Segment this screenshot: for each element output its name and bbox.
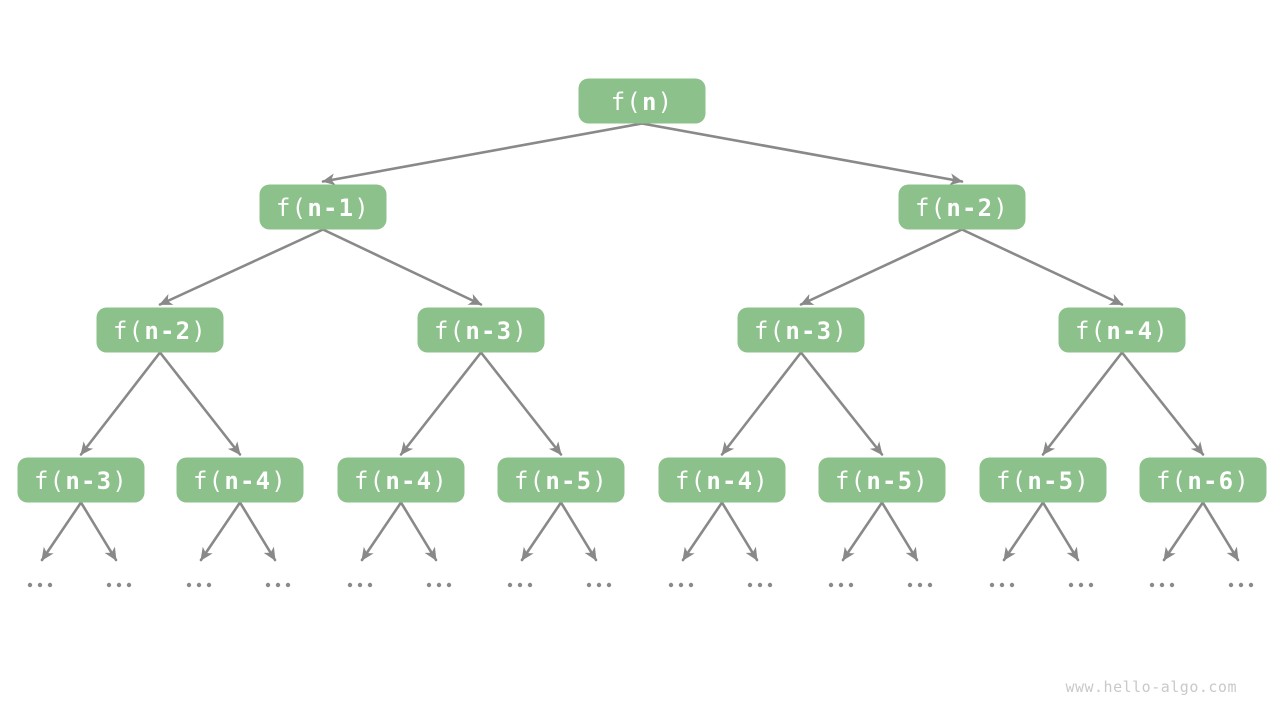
leaf-arrow [559,501,598,562]
tree-node-label: f(n) [611,88,674,116]
tree-node-box [1139,457,1267,503]
ellipsis-dots [186,582,212,588]
leaf-arrow [720,501,759,562]
tree-node-label: f(n-4) [1075,317,1169,345]
tree-node-box [176,457,304,503]
tree-node-label: f(n-4) [675,467,769,495]
tree-node-box [337,457,465,503]
tree-node-box [898,184,1026,230]
ellipsis-dots [586,582,612,588]
edge-arrow [799,351,884,456]
leaf-arrow [40,501,83,562]
edge-arrow [321,122,644,186]
leaf-arrow [1162,501,1205,562]
leaf-arrow [1201,501,1240,562]
tree-node-label: f(n-3) [434,317,528,345]
tree-node-label: f(n-3) [34,467,128,495]
tree-node-box [979,457,1107,503]
leaf-arrow [399,501,438,562]
tree-node-label: f(n-2) [113,317,207,345]
tree-node-box [1058,307,1186,353]
tree-node-label: f(n-2) [915,194,1009,222]
leaf-arrow [880,501,919,562]
edge-arrow [1041,351,1124,456]
leaf-arrow [238,501,277,562]
edge-arrow [960,228,1124,306]
tree-node-box [497,457,625,503]
ellipsis-dots [426,582,452,588]
tree-node-label: f(n-4) [193,467,287,495]
tree-node-box [96,307,224,353]
edge-arrow [321,228,483,306]
ellipsis-dots [27,582,53,588]
tree-node-box [259,184,387,230]
tree-node-label: f(n-6) [1156,467,1250,495]
tree-node-label: f(n-3) [754,317,848,345]
tree-node-label: f(n-5) [835,467,929,495]
tree-node-box [417,307,545,353]
edge-arrow [79,351,162,456]
edge-arrow [479,351,563,456]
leaf-arrow [681,501,724,562]
tree-node-box [658,457,786,503]
leaf-arrow [841,501,884,562]
tree-node: f(n-5) [818,457,946,503]
leaf-arrow [520,501,563,562]
watermark: www.hello-algo.com [1065,678,1237,696]
tree-node: f(n-3) [17,457,145,503]
ellipsis-dots [989,582,1015,588]
tree-node: f(n-4) [337,457,465,503]
edge-arrow [799,228,964,306]
edge-arrow [158,228,325,306]
tree-node-label: f(n-5) [514,467,608,495]
edge-arrow [158,351,242,456]
tree-node-box [818,457,946,503]
ellipsis-dots [668,582,694,588]
ellipsis-dots [106,582,132,588]
tree-node-label: f(n-4) [354,467,448,495]
tree-node: f(n-4) [1058,307,1186,353]
tree-node: f(n-3) [737,307,865,353]
ellipsis-dots [265,582,291,588]
tree-node-label: f(n-1) [276,194,370,222]
leaf-arrow [360,501,403,562]
tree-node: f(n-6) [1139,457,1267,503]
edge-arrow [399,351,483,456]
tree-node-box [737,307,865,353]
tree-node: f(n) [578,78,706,124]
leaf-arrow [79,501,118,562]
edge-arrow [640,122,964,186]
tree-node: f(n-2) [898,184,1026,230]
ellipsis-dots [747,582,773,588]
ellipsis-dots [907,582,933,588]
tree-node: f(n-5) [979,457,1107,503]
tree-node: f(n-3) [417,307,545,353]
ellipsis-dots [347,582,373,588]
ellipsis-dots [1149,582,1175,588]
leaf-arrow [1002,501,1045,562]
edge-arrow [720,351,803,456]
ellipsis-dots [507,582,533,588]
ellipsis-dots [1068,582,1094,588]
tree-node-box [17,457,145,503]
leaf-arrow [199,501,242,562]
tree-node: f(n-5) [497,457,625,503]
ellipsis-dots [1228,582,1254,588]
tree-node-label: f(n-5) [996,467,1090,495]
tree-node: f(n-1) [259,184,387,230]
tree-node-box [578,78,706,124]
tree-node: f(n-4) [658,457,786,503]
tree-node: f(n-4) [176,457,304,503]
edge-arrow [1120,351,1205,456]
tree-node: f(n-2) [96,307,224,353]
leaf-arrow [1041,501,1080,562]
ellipsis-dots [828,582,854,588]
